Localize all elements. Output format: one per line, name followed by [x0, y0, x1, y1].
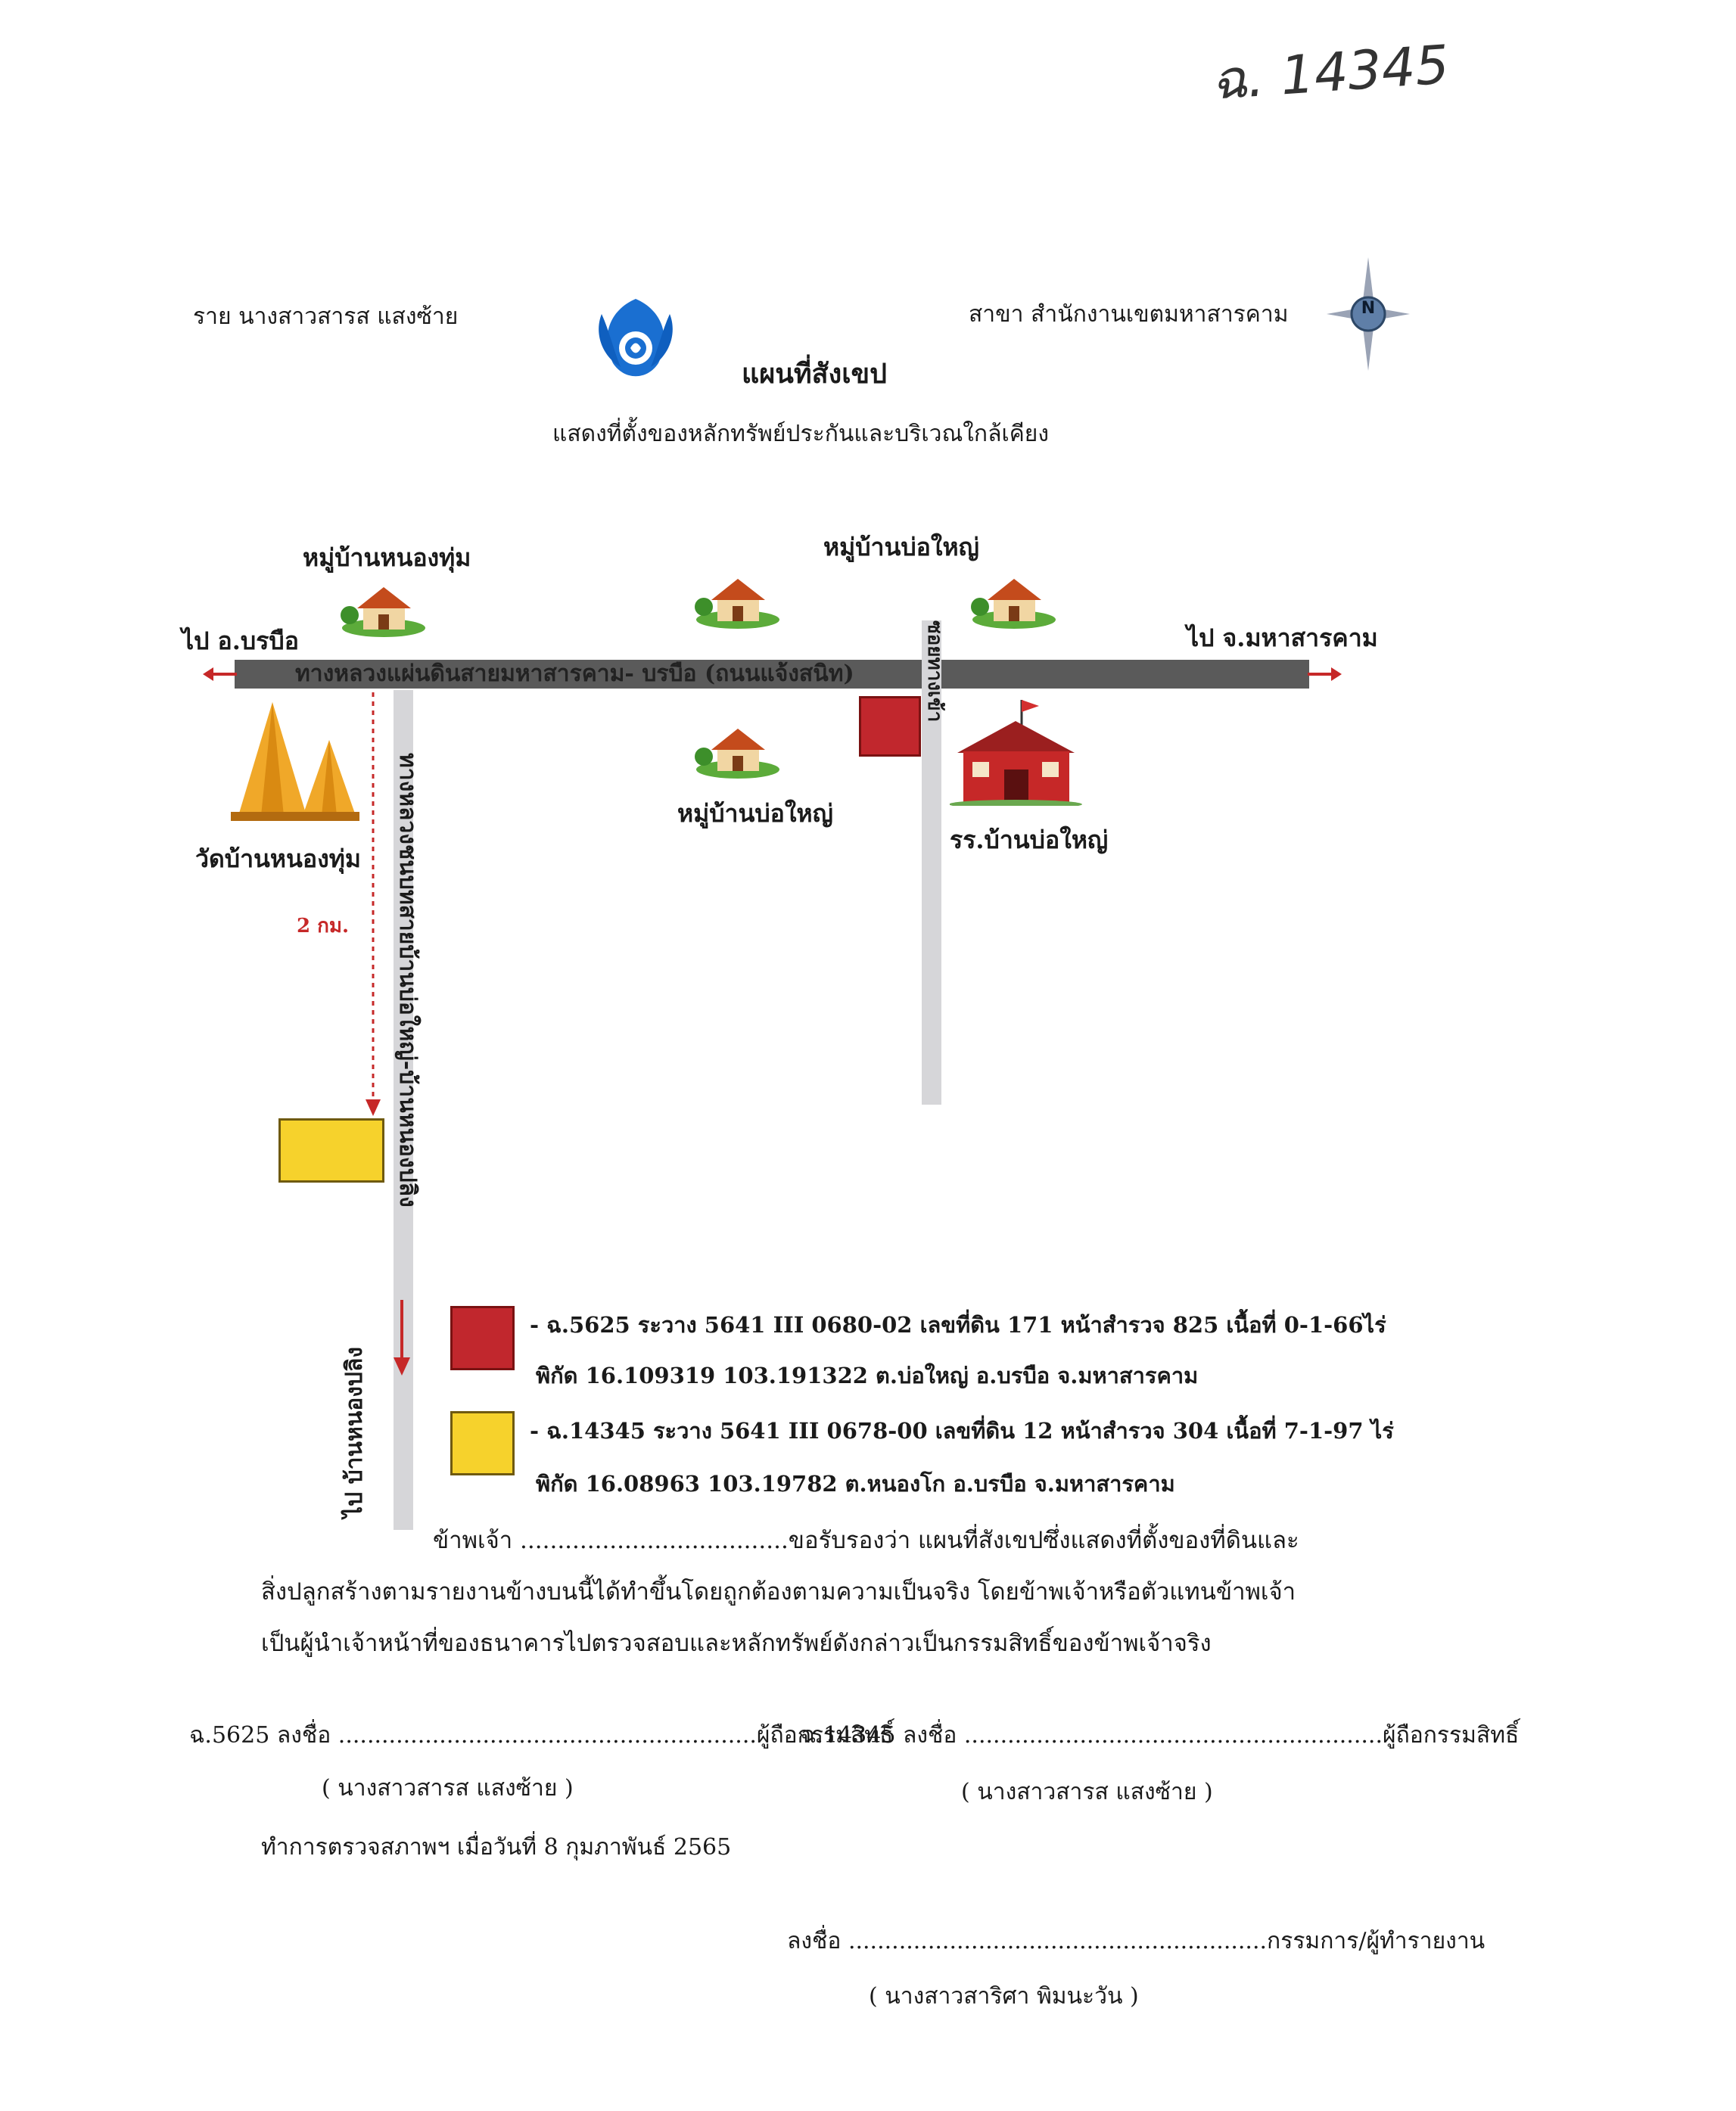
rural-road-label: ทางหลวงชนบทสายบ้านบ่อใหญ่-บ้านหนองปลิง [394, 753, 421, 1208]
house-icon [971, 573, 1058, 630]
school-icon [949, 700, 1082, 809]
village-bo-yai-bottom-label: หมู่บ้านบ่อใหญ่ [677, 799, 833, 828]
officer-signature-line: ลงชื่อ .................................… [787, 1928, 1486, 1954]
certification-line-3: เป็นผู้นำเจ้าหน้าที่ของธนาคารไปตรวจสอบแล… [261, 1630, 1212, 1657]
distance-arrow-icon [362, 692, 384, 1116]
arrow-left-icon [203, 661, 237, 687]
owner-2-name: ( นางสาวสารส แสงซ้าย ) [961, 1779, 1213, 1805]
house-icon [695, 723, 782, 779]
owner-1-signature-line: ฉ.5625 ลงชื่อ ..........................… [189, 1722, 894, 1749]
village-nong-tum-label: หมู่บ้านหนองทุ่ม [303, 543, 471, 572]
to-nong-pling-label: ไป บ้านหนองปลิง [341, 1347, 368, 1518]
branch-name: สาขา สำนักงานเขตมหาสารคาม [969, 301, 1289, 328]
legend-yellow-swatch [450, 1411, 515, 1475]
map-subtitle: แสดงที่ตั้งของหลักทรัพย์ประกันและบริเวณใ… [552, 421, 1050, 447]
village-bo-yai-top-label: หมู่บ้านบ่อใหญ่ [823, 533, 979, 561]
arrow-down-icon [390, 1300, 413, 1376]
soi-label: ซอยทางเข้า [923, 620, 946, 723]
house-icon [695, 573, 782, 630]
bank-logo-icon [586, 291, 685, 386]
legend-red-swatch [450, 1306, 515, 1370]
map-title: แผนที่สังเขป [742, 358, 887, 390]
temple-icon [216, 702, 359, 823]
soi-road [922, 620, 941, 1105]
rural-road [394, 690, 413, 1530]
certification-line-1: ข้าพเจ้า ...............................… [433, 1527, 1299, 1554]
compass-north-letter: N [1361, 299, 1376, 318]
inspection-date: ทำการตรวจสภาพฯ เมื่อวันที่ 8 กุมภาพันธ์ … [261, 1834, 732, 1861]
certification-line-2: สิ่งปลูกสร้างตามรายงานข้างบนนี้ได้ทำขึ้น… [261, 1578, 1296, 1606]
school-label: รร.บ้านบ่อใหญ่ [950, 825, 1109, 854]
legend-2-line-1: - ฉ.14345 ระวาง 5641 III 0678-00 เลขที่ด… [530, 1418, 1394, 1444]
legend-1-line-1: - ฉ.5625 ระวาง 5641 III 0680-02 เลขที่ดิ… [530, 1312, 1386, 1338]
to-borabue-label: ไป อ.บรบือ [182, 626, 299, 655]
officer-name: ( นางสาวสาริศา พิมนะวัน ) [869, 1983, 1139, 2010]
arrow-right-icon [1308, 661, 1342, 687]
red-plot-marker [859, 696, 921, 757]
handwritten-note: ฉ. 14345 [1209, 33, 1451, 112]
distance-label: 2 กม. [297, 915, 350, 937]
house-icon [341, 581, 428, 638]
legend-2-line-2: พิกัด 16.08963 103.19782 ต.หนองโก อ.บรบื… [536, 1471, 1175, 1497]
client-name: ราย นางสาวสารส แสงซ้าย [193, 303, 459, 330]
legend-1-line-2: พิกัด 16.109319 103.191322 ต.บ่อใหญ่ อ.บ… [536, 1363, 1199, 1388]
owner-1-name: ( นางสาวสารส แสงซ้าย ) [322, 1775, 574, 1802]
highway-road: ทางหลวงแผ่นดินสายมหาสารคาม- บรบือ (ถนนแจ… [235, 660, 1309, 689]
owner-2-signature-line: ฉ.14345 ลงชื่อ .........................… [801, 1722, 1520, 1749]
to-mahasarakham-label: ไป จ.มหาสารคาม [1187, 623, 1378, 652]
yellow-plot-marker [278, 1118, 384, 1183]
temple-label: วัดบ้านหนองทุ่ม [195, 844, 361, 873]
compass-icon [1323, 257, 1414, 371]
